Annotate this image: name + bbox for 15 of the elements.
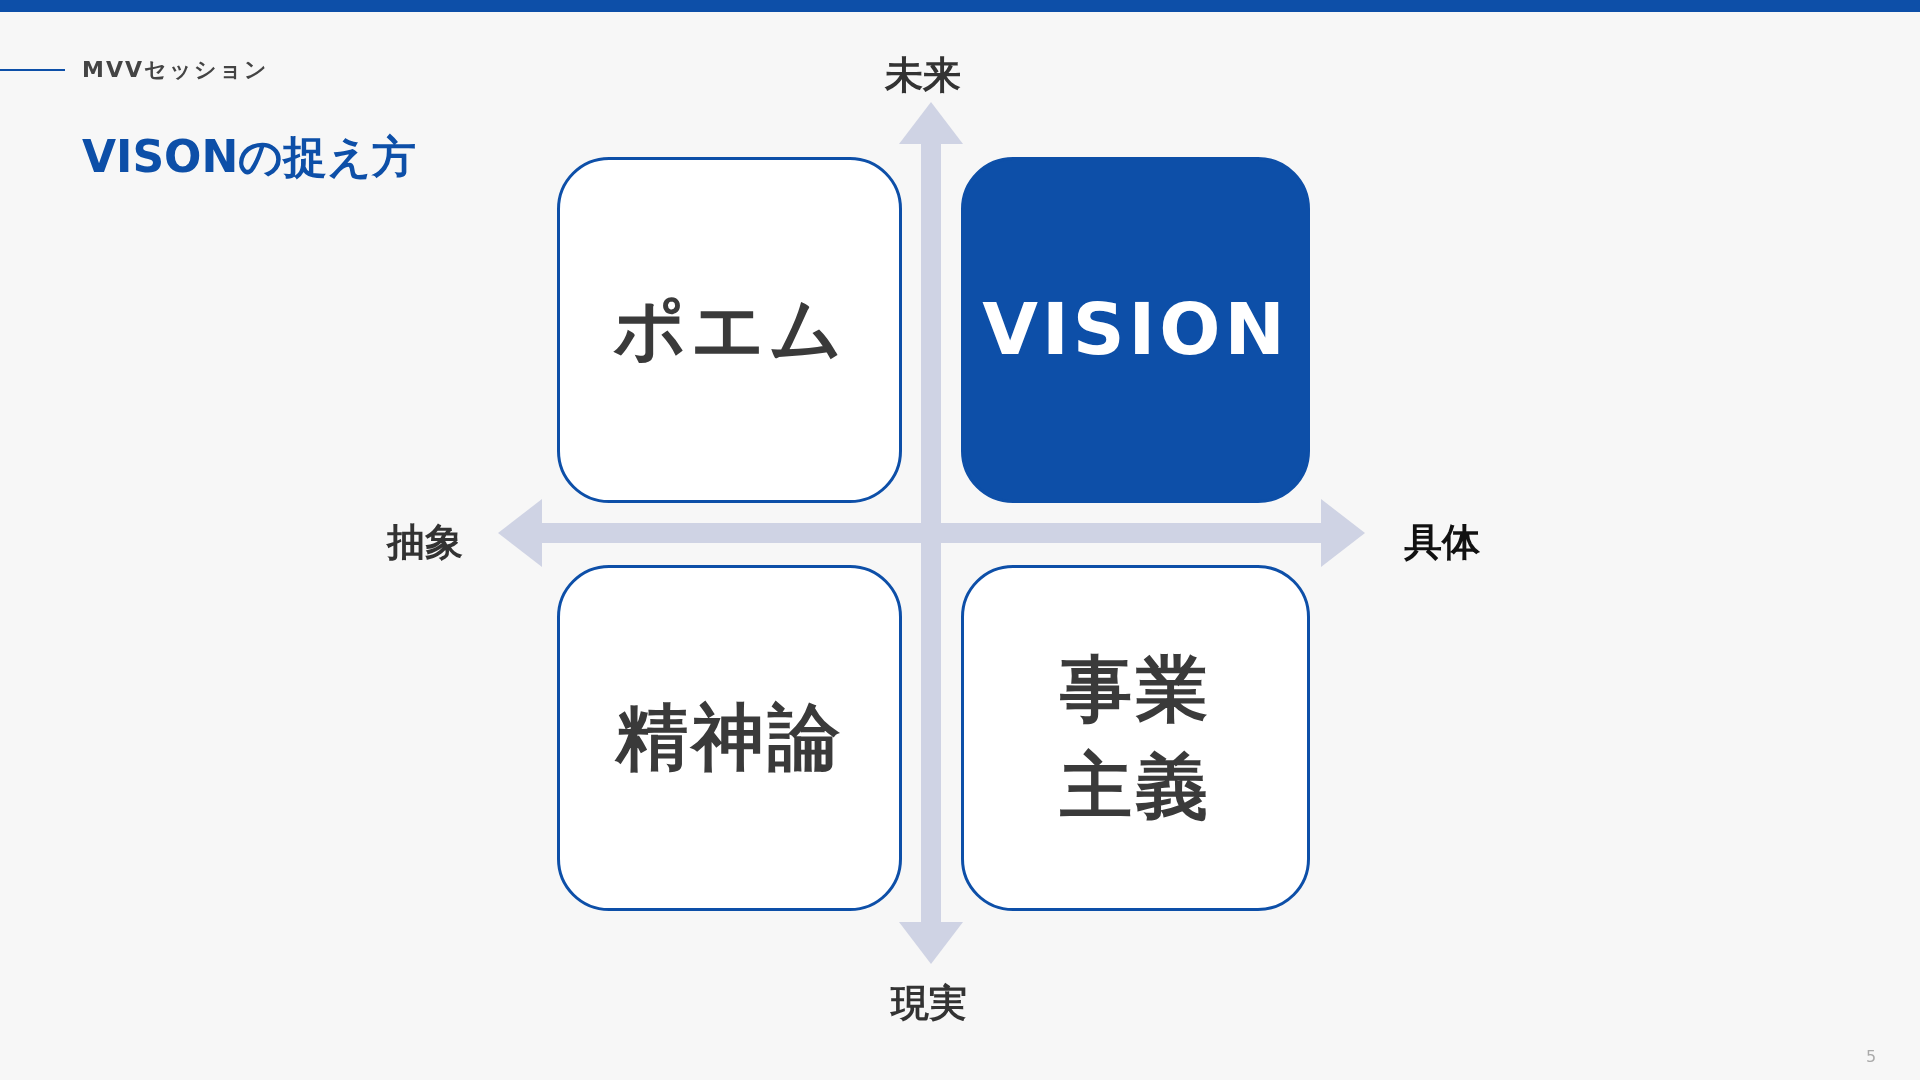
quadrant-label: 精神論 bbox=[615, 694, 844, 782]
page-number: 5 bbox=[1866, 1047, 1877, 1066]
quadrant-label: VISION bbox=[982, 286, 1289, 374]
axis-label: 抽象 bbox=[387, 519, 463, 566]
axis-label: 未来 bbox=[885, 52, 961, 99]
section-label: MVVセッション bbox=[82, 56, 269, 84]
quadrant-box bbox=[557, 157, 902, 503]
axis-label: 現実 bbox=[891, 980, 967, 1027]
axis-label: 具体 bbox=[1404, 519, 1480, 566]
quadrant-label: 事業主義 bbox=[1058, 645, 1213, 830]
quadrant-label: ポエム bbox=[612, 286, 847, 374]
slide-title: VISONの捉え方 bbox=[82, 130, 417, 184]
quadrant-box bbox=[557, 565, 902, 911]
quadrant-box bbox=[961, 157, 1310, 503]
quadrant-box bbox=[961, 565, 1310, 911]
